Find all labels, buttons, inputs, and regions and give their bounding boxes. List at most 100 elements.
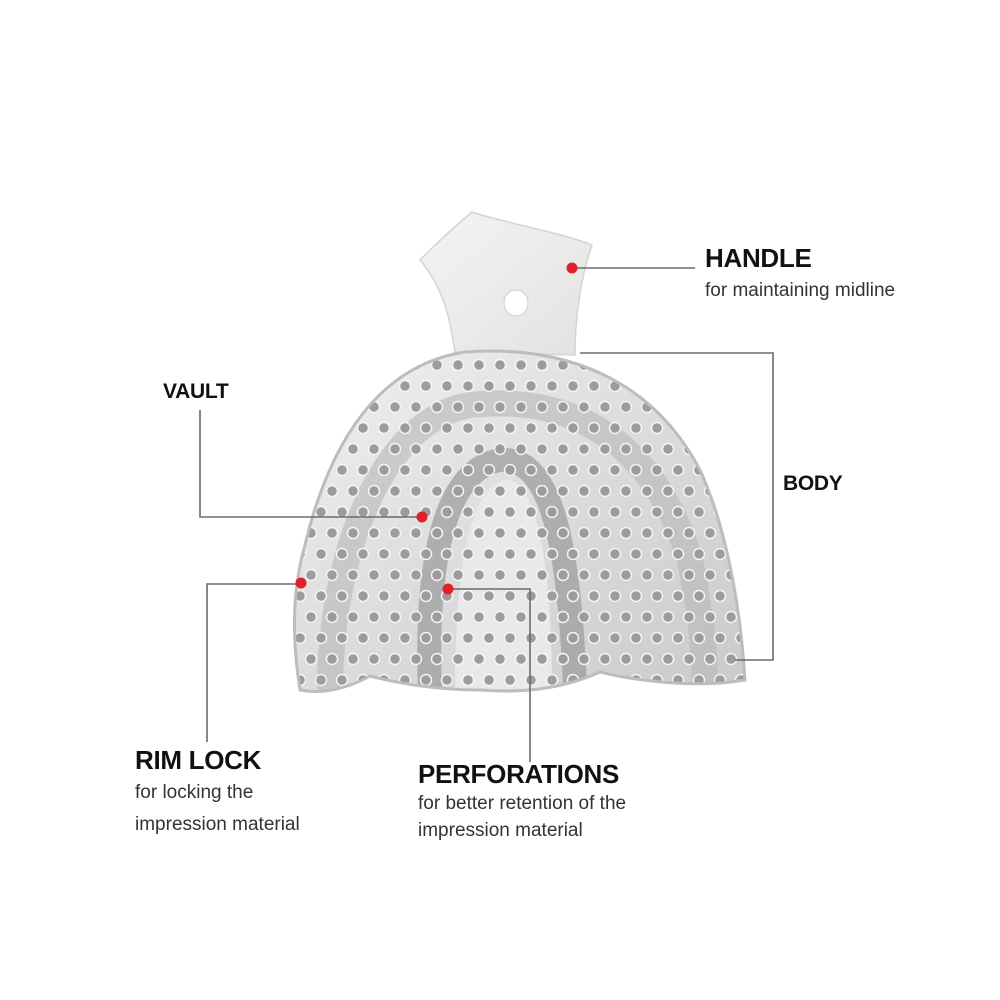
- perforation-hole: [493, 652, 507, 666]
- perforation-hole: [587, 631, 601, 645]
- perforation-hole: [356, 631, 370, 645]
- perforation-hole: [650, 505, 664, 519]
- perforation-hole: [577, 526, 591, 540]
- perforation-hole: [430, 526, 444, 540]
- perforation-hole: [377, 505, 391, 519]
- perforation-hole: [692, 589, 706, 603]
- perforation-hole: [650, 589, 664, 603]
- perforation-hole: [682, 358, 696, 372]
- perforation-hole: [367, 484, 381, 498]
- perforation-hole: [566, 547, 580, 561]
- perforation-hole: [503, 379, 517, 393]
- perforation-hole: [587, 463, 601, 477]
- perforation-hole: [451, 568, 465, 582]
- perforation-hole: [482, 547, 496, 561]
- perforation-hole: [713, 631, 727, 645]
- perforation-hole: [713, 589, 727, 603]
- perforation-hole: [692, 505, 706, 519]
- perforation-hole: [619, 568, 633, 582]
- perforation-hole: [629, 463, 643, 477]
- perforation-hole: [556, 652, 570, 666]
- perforation-hole: [325, 652, 339, 666]
- perforation-hole: [304, 610, 318, 624]
- perforation-hole: [577, 400, 591, 414]
- perforation-hole: [398, 589, 412, 603]
- perforation-hole: [356, 463, 370, 477]
- perforation-hole: [598, 358, 612, 372]
- perforation-hole: [713, 547, 727, 561]
- perforation-hole: [335, 547, 349, 561]
- perforation-hole: [734, 547, 745, 561]
- perforation-hole: [419, 421, 433, 435]
- perforation-hole: [409, 568, 423, 582]
- perforation-hole: [304, 442, 318, 456]
- perforation-hole: [461, 547, 475, 561]
- tray-handle: [418, 211, 593, 356]
- perforation-hole: [671, 379, 685, 393]
- perforation-hole: [556, 400, 570, 414]
- perforation-hole: [661, 526, 675, 540]
- perforation-hole: [724, 358, 738, 372]
- perforation-hole: [398, 547, 412, 561]
- vault-leader-line: [199, 410, 421, 518]
- perforation-hole: [430, 568, 444, 582]
- perforation-hole: [703, 568, 717, 582]
- perforation-hole: [419, 463, 433, 477]
- perforation-hole: [335, 421, 349, 435]
- perforation-hole: [472, 442, 486, 456]
- perforation-hole: [650, 463, 664, 477]
- perforation-hole: [503, 631, 517, 645]
- perforation-hole: [535, 400, 549, 414]
- perforation-hole: [388, 568, 402, 582]
- perforation-hole: [388, 652, 402, 666]
- perforation-hole: [577, 652, 591, 666]
- perforation-hole: [367, 652, 381, 666]
- rim-lock-description-line-2: impression material: [135, 814, 300, 835]
- perforation-hole: [514, 652, 528, 666]
- perforation-hole: [514, 358, 528, 372]
- tray-body: [294, 351, 758, 692]
- perforation-hole: [461, 379, 475, 393]
- perforation-hole: [325, 526, 339, 540]
- perforation-hole: [640, 652, 654, 666]
- perforation-hole: [671, 463, 685, 477]
- perforation-hole: [747, 444, 758, 455]
- perforation-hole: [304, 358, 318, 372]
- perforation-hole: [398, 463, 412, 477]
- perforation-hole: [650, 547, 664, 561]
- perforation-hole: [472, 568, 486, 582]
- perforation-hole: [419, 631, 433, 645]
- perforation-hole: [608, 463, 622, 477]
- perforation-hole: [629, 421, 643, 435]
- perforation-hole: [304, 568, 318, 582]
- rim-lock-leader-line: [206, 583, 301, 742]
- perforation-hole: [294, 421, 307, 435]
- perforation-hole: [503, 463, 517, 477]
- perforation-hole: [493, 358, 507, 372]
- perforation-hole: [294, 463, 307, 477]
- perforation-hole: [671, 547, 685, 561]
- perforation-hole: [367, 610, 381, 624]
- perforation-hole: [587, 421, 601, 435]
- perforation-hole: [346, 442, 360, 456]
- perforation-hole: [524, 379, 538, 393]
- perforation-hole: [409, 484, 423, 498]
- perforation-hole: [346, 610, 360, 624]
- perforation-hole: [440, 631, 454, 645]
- perforation-hole: [440, 673, 454, 687]
- perforation-hole: [335, 463, 349, 477]
- perforation-hole: [734, 505, 745, 519]
- perforations-label: PERFORATIONS: [418, 759, 620, 789]
- perforation-hole: [430, 610, 444, 624]
- perforation-hole: [545, 379, 559, 393]
- perforation-hole: [535, 358, 549, 372]
- perforation-hole: [294, 631, 307, 645]
- perforation-hole: [587, 547, 601, 561]
- perforation-hole: [640, 442, 654, 456]
- perforation-hole: [524, 421, 538, 435]
- perforation-hole: [747, 570, 758, 581]
- perforation-hole: [545, 547, 559, 561]
- perforation-hole: [388, 358, 402, 372]
- perforation-hole: [335, 379, 349, 393]
- rim-lock-marker-dot: [295, 577, 307, 589]
